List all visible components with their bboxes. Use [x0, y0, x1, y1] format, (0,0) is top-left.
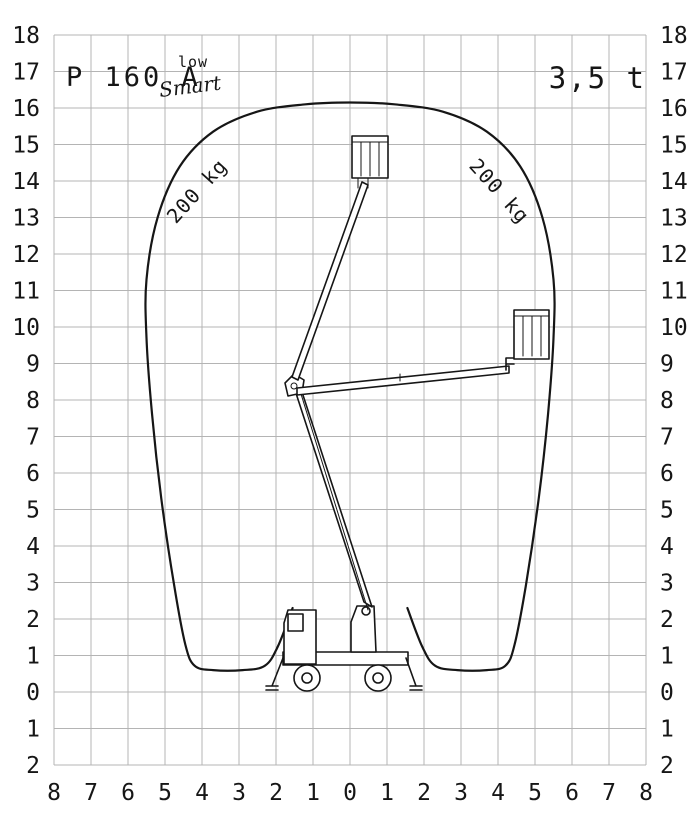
x-axis-label: 7 [602, 780, 616, 806]
y-axis-label-right: 9 [660, 352, 674, 378]
working-envelope [144, 101, 556, 672]
x-axis-label: 0 [343, 780, 357, 806]
y-axis-label-right: 8 [660, 388, 674, 414]
boom-elbow-pivot [290, 382, 298, 390]
y-axis-label-left: 2 [26, 753, 40, 779]
y-axis-label-left: 11 [12, 279, 40, 305]
y-axis-label-right: 6 [660, 461, 674, 487]
capacity-label: 3,5 t [549, 61, 646, 95]
y-axis-label-right: 5 [660, 498, 674, 524]
y-axis-label-left: 15 [12, 133, 40, 159]
basket-extended-rails [513, 315, 550, 357]
y-axis-label-right: 13 [660, 206, 688, 232]
y-axis-label-right: 12 [660, 242, 688, 268]
y-axis-label-left: 7 [26, 425, 40, 451]
y-axis-label-left: 10 [12, 315, 40, 341]
truck-wheel-front [293, 664, 321, 692]
x-axis-label: 3 [232, 780, 246, 806]
x-axis-label: 2 [417, 780, 431, 806]
x-axis-label: 4 [491, 780, 505, 806]
boom-lower-link [300, 393, 369, 611]
y-axis-label-right: 17 [660, 60, 688, 86]
turret-pivot [361, 606, 371, 616]
truck-wheel-rear-hub [372, 672, 384, 684]
y-axis-label-right: 11 [660, 279, 688, 305]
truck-illustration [265, 135, 550, 692]
load-capacity-label: 200 kg [464, 154, 534, 228]
load-capacity-label: 200 kg [162, 154, 232, 228]
x-axis-label: 6 [565, 780, 579, 806]
x-axis-label: 1 [380, 780, 394, 806]
y-axis-label-left: 3 [26, 571, 40, 597]
basket-extended-bracket [505, 357, 515, 371]
y-axis-label-right: 1 [660, 717, 674, 743]
y-axis-label-right: 7 [660, 425, 674, 451]
basket-raised-mount [357, 177, 369, 189]
grid [53, 34, 647, 766]
x-axis-label: 5 [528, 780, 542, 806]
y-axis-label-left: 17 [12, 60, 40, 86]
y-axis-label-left: 16 [12, 96, 40, 122]
y-axis-label-left: 6 [26, 461, 40, 487]
y-axis-label-right: 2 [660, 607, 674, 633]
working-envelope-outline [144, 101, 556, 672]
x-axis-label: 2 [269, 780, 283, 806]
boom-upper-raised [291, 181, 369, 381]
y-axis-label-right: 18 [660, 23, 688, 49]
y-axis-label-right: 14 [660, 169, 688, 195]
y-axis-label-right: 2 [660, 753, 674, 779]
y-axis-label-right: 0 [660, 680, 674, 706]
turret [350, 605, 377, 653]
x-axis-label: 3 [454, 780, 468, 806]
y-axis-label-left: 8 [26, 388, 40, 414]
model-variant-label: low [178, 53, 208, 71]
boom-upper-extended [296, 365, 510, 396]
y-axis-label-left: 5 [26, 498, 40, 524]
y-axis-label-left: 9 [26, 352, 40, 378]
model-title: P 160 A [66, 62, 201, 93]
truck-wheel-rear [364, 664, 392, 692]
y-axis-label-left: 2 [26, 607, 40, 633]
y-axis-label-right: 15 [660, 133, 688, 159]
basket-raised-rails [351, 141, 389, 177]
y-axis-label-left: 4 [26, 534, 40, 560]
y-axis-label-left: 13 [12, 206, 40, 232]
load-annotations: 200 kg 200 kg [162, 154, 535, 228]
x-axis-label: 8 [47, 780, 61, 806]
y-axis-label-left: 1 [26, 717, 40, 743]
truck-cab-window [287, 613, 304, 632]
x-axis-label: 8 [639, 780, 653, 806]
truck-wheel-front-hub [301, 672, 313, 684]
y-axis-label-right: 3 [660, 571, 674, 597]
y-axis-label-right: 4 [660, 534, 674, 560]
y-axis-label-right: 1 [660, 644, 674, 670]
x-axis-label: 5 [158, 780, 172, 806]
outrigger-front [265, 657, 284, 691]
y-axis-label-left: 14 [12, 169, 40, 195]
x-axis-label: 7 [84, 780, 98, 806]
x-axis-label: 1 [306, 780, 320, 806]
x-axis-label: 6 [121, 780, 135, 806]
truck-cab [283, 609, 317, 665]
y-axis-label-left: 18 [12, 23, 40, 49]
outrigger-rear [405, 657, 423, 691]
x-axis-label: 4 [195, 780, 209, 806]
y-axis-label-left: 12 [12, 242, 40, 268]
y-axis-label-right: 16 [660, 96, 688, 122]
y-axis-label-left: 0 [26, 680, 40, 706]
y-axis-label-left: 1 [26, 644, 40, 670]
y-axis-label-right: 10 [660, 315, 688, 341]
